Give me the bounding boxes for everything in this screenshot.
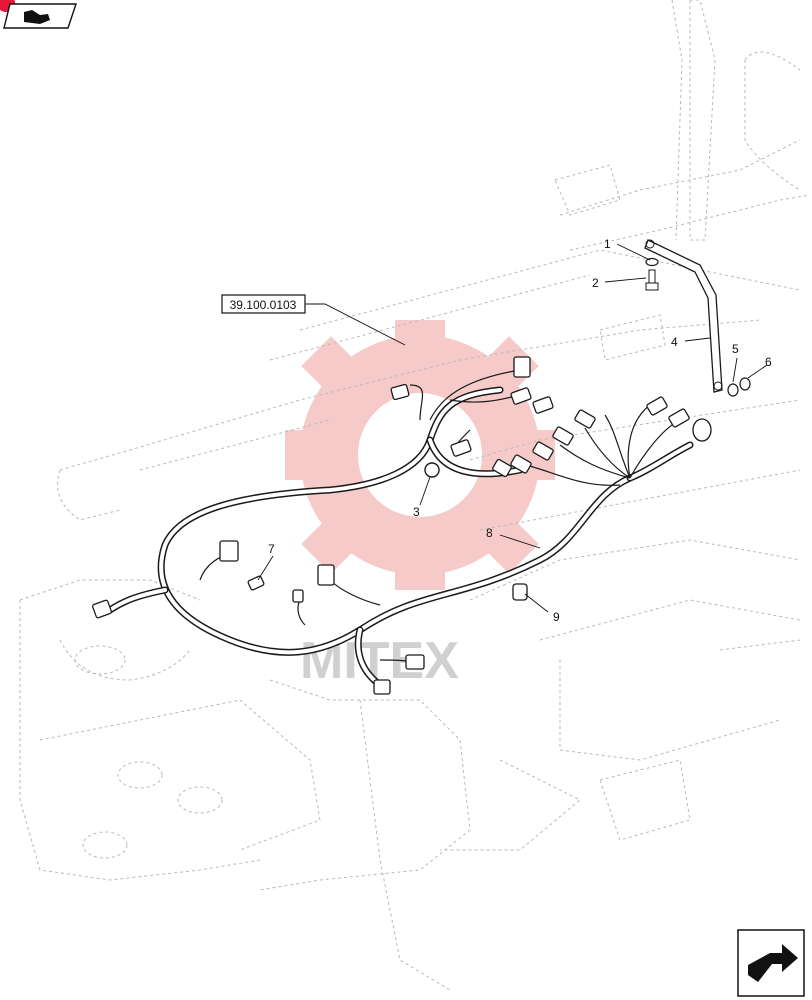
ring-part-3[interactable] (424, 462, 440, 478)
chassis-outline (19, 0, 811, 991)
callout-5: 5 (732, 342, 739, 356)
callout-1: 1 (604, 237, 611, 251)
top-left-nav[interactable] (0, 0, 77, 29)
callout-7: 7 (268, 542, 275, 556)
bolt-part-2[interactable] (645, 269, 659, 291)
next-page-arrow-icon (748, 944, 798, 982)
callout-labels: 1 2 3 4 5 6 7 8 9 (268, 237, 772, 624)
callout-8: 8 (486, 526, 493, 540)
next-page-button[interactable] (737, 929, 805, 997)
reference-box[interactable]: 39.100.0103 (221, 294, 306, 314)
washer-part-1[interactable] (645, 257, 659, 267)
leaders (257, 243, 768, 613)
callout-9: 9 (553, 610, 560, 624)
washer-part-5[interactable] (727, 383, 739, 397)
reference-label: 39.100.0103 (230, 298, 297, 312)
nut-part-6[interactable] (739, 377, 751, 391)
callout-3: 3 (413, 505, 420, 519)
callout-2: 2 (592, 276, 599, 290)
connectors[interactable] (92, 356, 712, 695)
strap-part-4[interactable] (644, 239, 723, 393)
callout-4: 4 (671, 335, 678, 349)
callout-6: 6 (765, 355, 772, 369)
